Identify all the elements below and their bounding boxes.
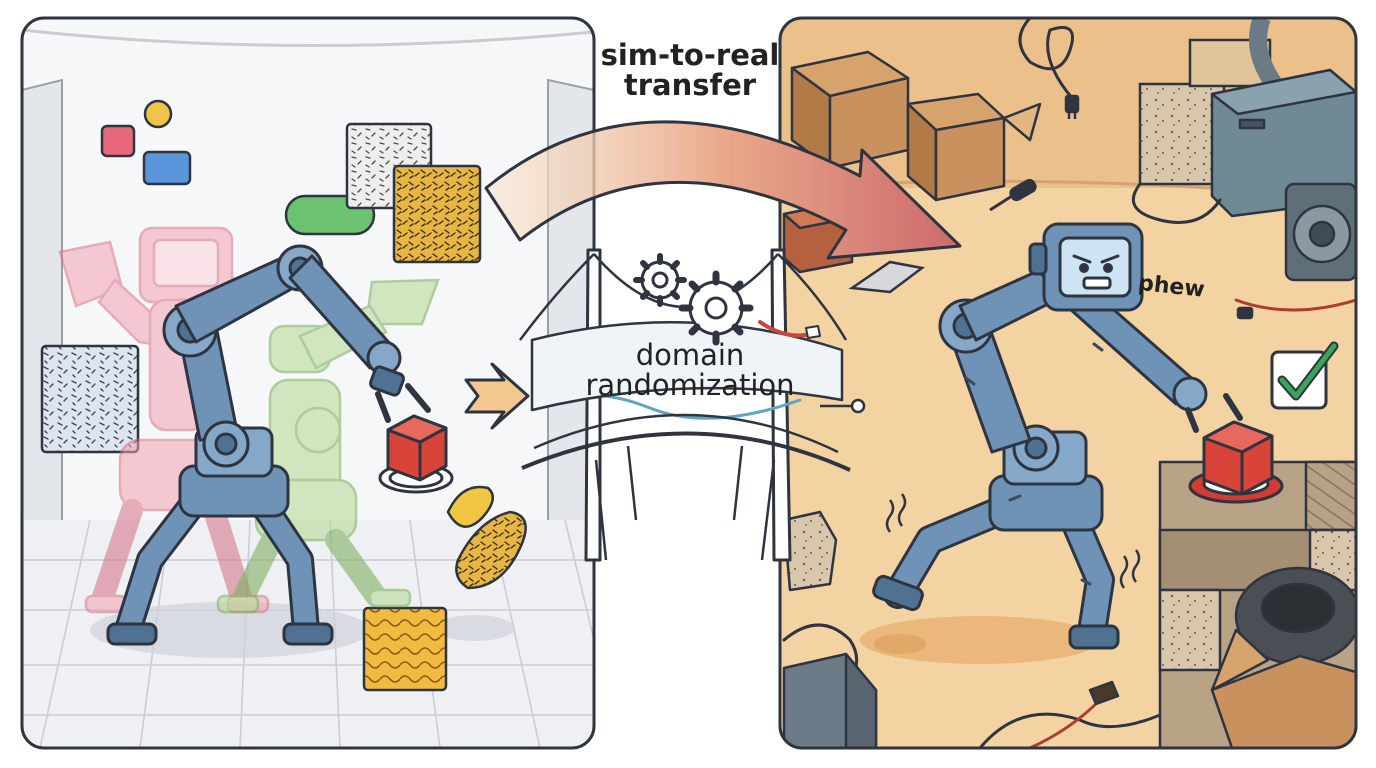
sim-robot-arm xyxy=(106,244,431,646)
screwdriver-icon xyxy=(989,178,1037,212)
tire-icon xyxy=(1234,566,1356,666)
stone-texture-patch xyxy=(1138,82,1226,186)
real-red-cube xyxy=(1188,420,1284,504)
domain-label-line2: randomization xyxy=(585,368,795,403)
chevron-right-icon xyxy=(464,362,530,430)
domain-label-line1: domain xyxy=(635,338,745,372)
sim-to-real-transfer-label: sim-to-real transfer xyxy=(590,40,790,101)
gear-icon xyxy=(633,253,687,307)
gear-icon xyxy=(678,270,754,346)
sim-red-cube xyxy=(378,414,454,494)
real-robot xyxy=(872,222,1243,650)
texture-swatches xyxy=(40,122,527,692)
rubble xyxy=(782,510,1120,748)
random-shapes xyxy=(100,99,376,236)
pedestal-crates xyxy=(1158,460,1356,748)
machine-unit xyxy=(1210,18,1356,282)
real-world-panel xyxy=(778,16,1358,750)
transfer-label-line1: sim-to-real xyxy=(600,38,780,72)
cardboard-boxes xyxy=(782,50,1042,274)
simulation-panel xyxy=(20,16,596,750)
transfer-arrow xyxy=(484,120,962,260)
checkmark-icon xyxy=(1270,341,1339,410)
power-plug-icon xyxy=(1064,94,1254,320)
domain-randomization-label: domain randomization xyxy=(565,340,815,401)
transfer-label-line2: transfer xyxy=(623,68,757,103)
